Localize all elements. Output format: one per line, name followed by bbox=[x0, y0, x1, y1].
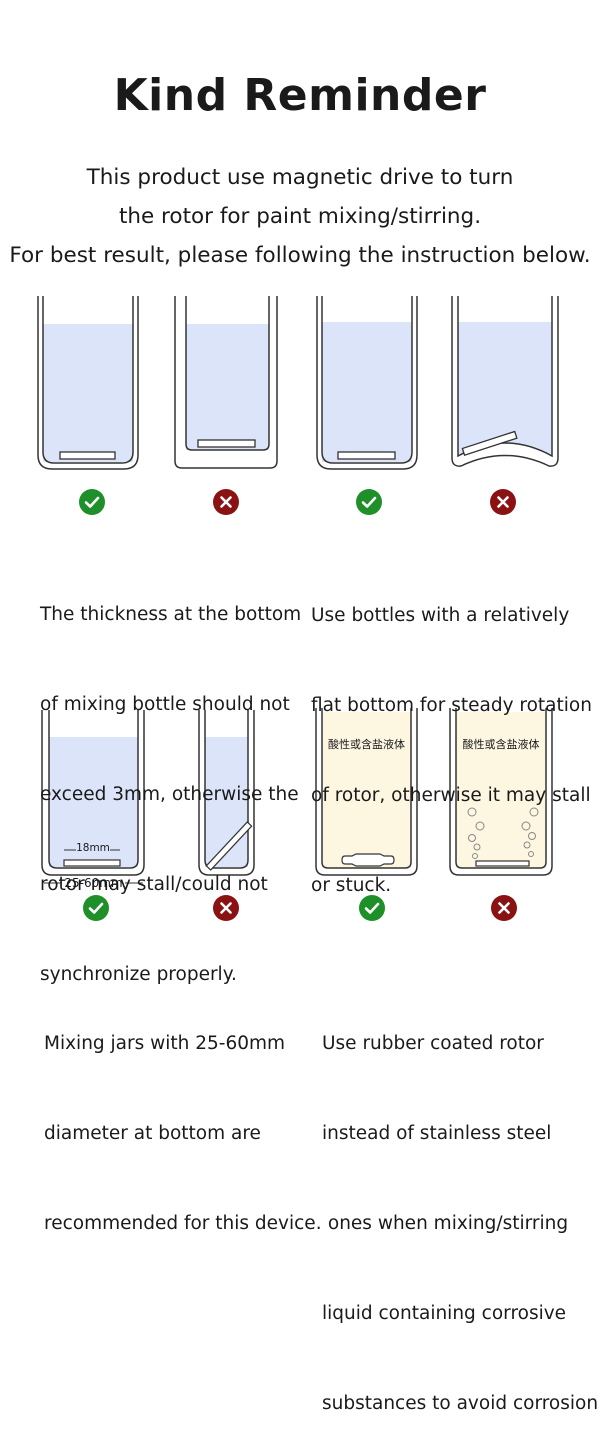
cross-icon bbox=[213, 489, 239, 515]
cross-icon bbox=[490, 489, 516, 515]
acid-liquid-label: 酸性或含盐液体 bbox=[328, 738, 405, 751]
rotor bbox=[475, 860, 530, 867]
domed-bottom-bottle bbox=[451, 296, 559, 467]
caption-line: Use rubber coated rotor bbox=[322, 1033, 544, 1054]
diameter-label: 25-60mm bbox=[64, 876, 123, 890]
intro-line: For best result, please following the in… bbox=[9, 243, 591, 268]
rotor bbox=[59, 451, 116, 460]
thin-bottom-bottle bbox=[37, 296, 139, 470]
acid-liquid-label: 酸性或含盐液体 bbox=[462, 738, 540, 751]
caption-flat-bottom: Use bottles with a relatively flat botto… bbox=[311, 541, 592, 931]
rotor bbox=[461, 430, 518, 456]
rotor bbox=[197, 439, 256, 448]
caption-bottom-thickness: The thickness at the bottom of mixing bo… bbox=[40, 540, 301, 1020]
caption-line: instead of stainless steel bbox=[322, 1123, 552, 1144]
caption-line: substances to avoid corrosion. bbox=[322, 1393, 600, 1414]
caption-line: of mixing bottle should not bbox=[40, 694, 290, 715]
cross-icon bbox=[491, 895, 517, 921]
caption-line: Mixing jars with 25-60mm bbox=[44, 1033, 286, 1054]
caption-line: The thickness at the bottom bbox=[40, 604, 302, 625]
caption-line: synchronize properly. bbox=[40, 964, 237, 985]
check-icon bbox=[356, 489, 382, 515]
check-icon bbox=[359, 895, 385, 921]
caption-rubber-rotor: Use rubber coated rotor instead of stain… bbox=[322, 969, 600, 1449]
acid-bottle-steel-rotor bbox=[449, 708, 553, 876]
caption-line: ones when mixing/stirring bbox=[322, 1213, 569, 1234]
rubber-rotor bbox=[341, 853, 395, 867]
intro-line: the rotor for paint mixing/stirring. bbox=[118, 204, 482, 229]
caption-line: flat bottom for steady rotation bbox=[311, 695, 592, 716]
rotor bbox=[205, 821, 253, 871]
caption-line: liquid containing corrosive bbox=[322, 1303, 567, 1324]
acid-bottle-rubber-rotor bbox=[315, 708, 418, 876]
caption-line: of rotor, otherwise it may stall bbox=[311, 785, 591, 806]
bubbles bbox=[467, 807, 539, 859]
wide-jar bbox=[41, 710, 145, 884]
caption-line: diameter at bottom are bbox=[44, 1123, 261, 1144]
rotor bbox=[337, 451, 396, 460]
flat-bottom-bottle bbox=[316, 296, 418, 470]
caption-line: Use bottles with a relatively bbox=[311, 605, 570, 626]
rotor-size-label: 18mm bbox=[76, 842, 110, 854]
check-icon bbox=[83, 895, 109, 921]
narrow-jar bbox=[198, 710, 255, 876]
rotor bbox=[63, 859, 121, 867]
check-icon bbox=[79, 489, 105, 515]
bottle-illustrations bbox=[37, 296, 559, 884]
caption-jar-diameter: Mixing jars with 25-60mm diameter at bot… bbox=[44, 969, 322, 1269]
intro-text: This product use magnetic drive to turn … bbox=[0, 158, 600, 275]
caption-line: recommended for this device. bbox=[44, 1213, 322, 1234]
thick-bottom-bottle bbox=[174, 296, 278, 469]
caption-line: exceed 3mm, otherwise the bbox=[40, 784, 299, 805]
page-title: Kind Reminder bbox=[113, 70, 487, 121]
caption-line: or stuck. bbox=[311, 875, 392, 896]
cross-icon bbox=[213, 895, 239, 921]
caption-line: rotor may stall/could not bbox=[40, 874, 268, 895]
intro-line: This product use magnetic drive to turn bbox=[86, 165, 514, 190]
